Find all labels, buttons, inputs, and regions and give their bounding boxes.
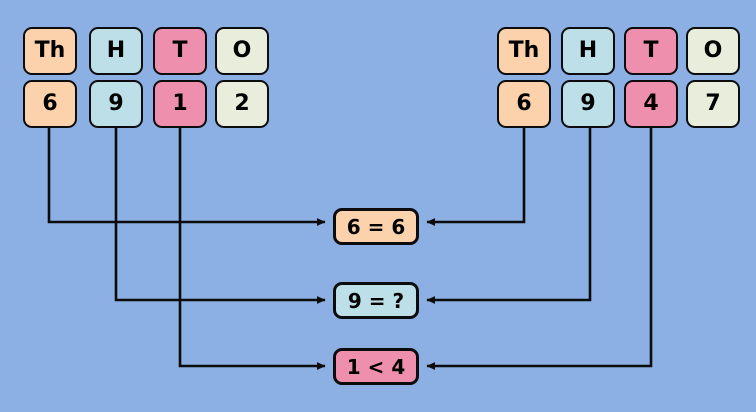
left-header-thousands: Th [23, 27, 77, 75]
left-digit-ones[interactable]: 2 [215, 80, 269, 128]
comparison-tens[interactable]: 1 < 4 [333, 348, 419, 385]
wire-left-hundreds [114, 128, 326, 304]
right-digit-ones[interactable]: 7 [686, 80, 740, 128]
right-header-thousands: Th [497, 27, 551, 75]
right-digit-hundreds[interactable]: 9 [561, 80, 615, 128]
right-header-hundreds: H [561, 27, 615, 75]
wire-right-tens [426, 128, 653, 370]
comparison-hundreds[interactable]: 9 = ? [333, 282, 419, 319]
right-header-tens: T [624, 27, 678, 75]
left-header-tens: T [153, 27, 207, 75]
left-header-ones: O [215, 27, 269, 75]
comparison-thousands[interactable]: 6 = 6 [333, 208, 419, 245]
right-digit-tens[interactable]: 4 [624, 80, 678, 128]
left-digit-tens[interactable]: 1 [153, 80, 207, 128]
right-digit-thousands[interactable]: 6 [497, 80, 551, 128]
left-digit-hundreds[interactable]: 9 [89, 80, 143, 128]
wire-left-thousands [47, 128, 326, 226]
left-digit-thousands[interactable]: 6 [23, 80, 77, 128]
left-header-hundreds: H [89, 27, 143, 75]
right-header-ones: O [686, 27, 740, 75]
wire-left-tens [178, 128, 326, 370]
wire-right-thousands [426, 128, 526, 226]
wire-right-hundreds [426, 128, 592, 304]
